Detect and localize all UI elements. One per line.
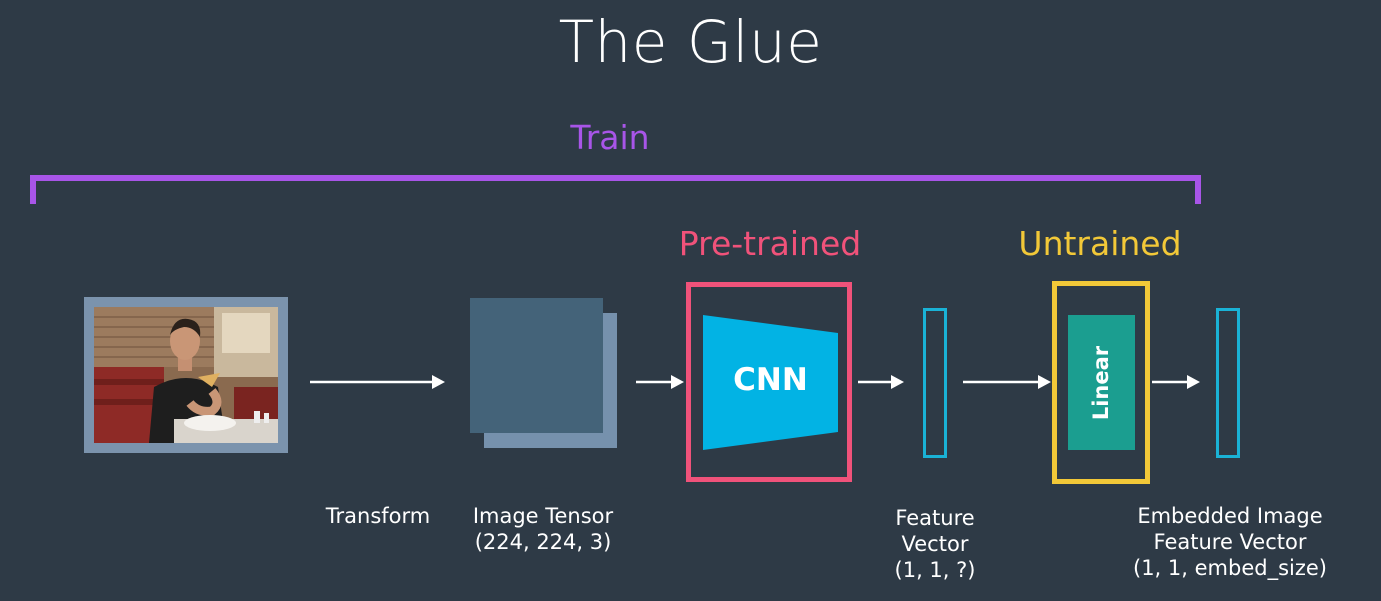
embedded-vector-caption-line1: Embedded Image: [1137, 504, 1323, 528]
untrained-box: [1052, 281, 1150, 484]
right-arrow-icon: [963, 372, 1051, 392]
feature-vector-caption-line1: Feature: [895, 506, 975, 530]
image-tensor-caption-line1: Image Tensor: [472, 504, 614, 528]
image-tensor-caption: Image Tensor (224, 224, 3): [458, 503, 628, 555]
pretrained-box: [686, 282, 852, 482]
embedded-vector-caption: Embedded Image Feature Vector (1, 1, emb…: [1120, 503, 1340, 581]
image-tensor-front-layer: [470, 298, 603, 433]
feature-vector-caption-line2: Vector: [901, 532, 969, 556]
input-image: [84, 297, 288, 453]
cnn-label: CNN: [733, 362, 808, 398]
right-arrow-icon: [636, 372, 684, 392]
linear-block: [1068, 315, 1135, 450]
right-arrow-icon: [858, 372, 904, 392]
untrained-label: Untrained: [1018, 224, 1182, 263]
embedded-feature-vector: [1216, 308, 1240, 458]
image-tensor-caption-line2: (224, 224, 3): [474, 530, 612, 554]
photo-illustration: [94, 307, 278, 443]
embedded-vector-caption-line2: Feature Vector: [1153, 530, 1307, 554]
linear-label: Linear: [1089, 345, 1114, 420]
feature-vector-caption: Feature Vector (1, 1, ?): [875, 505, 995, 583]
right-arrow-icon: [1152, 372, 1200, 392]
cnn-block: [703, 315, 838, 454]
right-arrow-icon: [310, 372, 445, 392]
train-label: Train: [570, 118, 650, 157]
transform-caption: Transform: [325, 504, 431, 528]
embedded-vector-caption-line3: (1, 1, embed_size): [1133, 556, 1327, 580]
pretrained-label: Pre-trained: [678, 224, 862, 263]
train-bracket: [30, 175, 1201, 204]
feature-vector: [923, 308, 947, 458]
feature-vector-caption-line3: (1, 1, ?): [894, 558, 976, 582]
diagram-title: The Glue: [558, 8, 823, 76]
